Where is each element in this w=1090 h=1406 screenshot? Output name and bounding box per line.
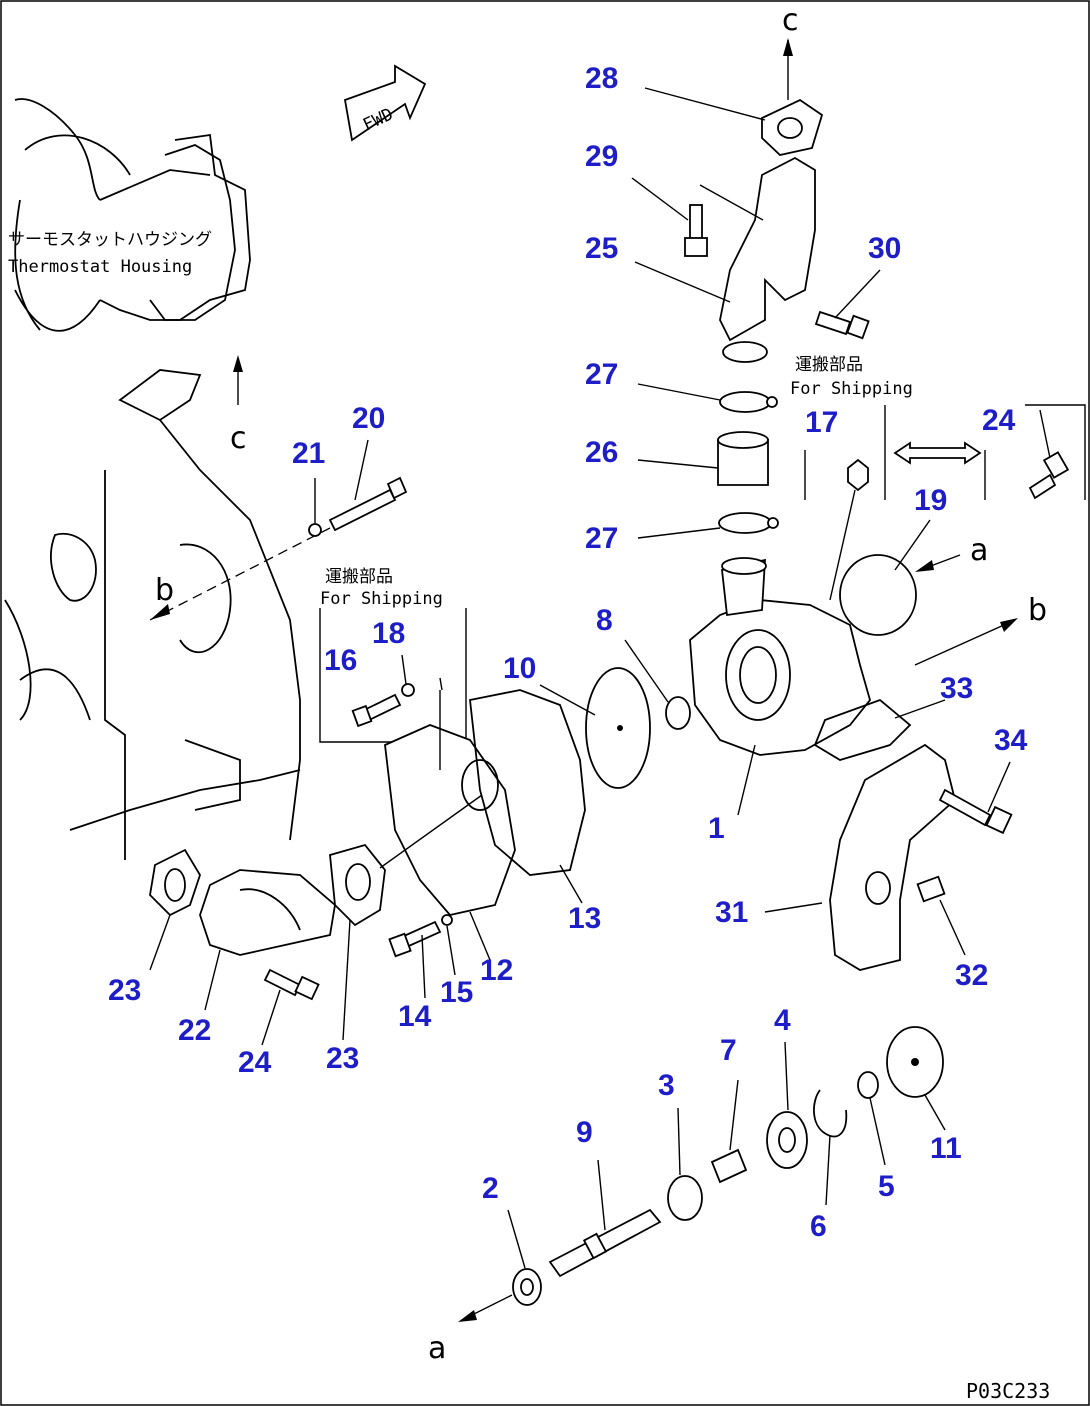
callout-16: 16 <box>324 644 357 677</box>
shipping-label-jp-right: 運搬部品 <box>795 355 863 375</box>
nut-5 <box>857 1071 879 1099</box>
callout-32: 32 <box>955 959 988 992</box>
leader-17-down <box>829 489 856 601</box>
snap-ring-6 <box>813 1089 848 1138</box>
washer-18 <box>401 683 415 697</box>
washer-21 <box>308 523 322 537</box>
callout-8: 8 <box>596 604 613 637</box>
shipping-label-en-left: For Shipping <box>320 589 443 609</box>
o-ring-19 <box>839 554 917 636</box>
callout-26: 26 <box>585 436 618 469</box>
shaft-9 <box>548 1208 662 1278</box>
callout-23-middle: 23 <box>326 1042 359 1075</box>
callout-5: 5 <box>878 1170 895 1203</box>
callout-19: 19 <box>914 484 947 517</box>
elbow-22 <box>199 869 336 956</box>
callout-numbers: 1 2 3 4 5 6 7 8 9 10 11 12 13 14 15 16 1… <box>108 62 1028 1243</box>
bolt-14 <box>388 920 442 958</box>
bearing-3 <box>667 1175 703 1221</box>
bolt-20 <box>328 476 408 532</box>
elbow-31 <box>829 743 957 971</box>
callout-28: 28 <box>585 62 618 95</box>
fwd-arrow-icon: FWD <box>343 64 427 142</box>
callout-4: 4 <box>774 1004 791 1037</box>
callout-27-upper: 27 <box>585 358 618 391</box>
ref-letter-c-upper: c <box>782 3 799 38</box>
outlet-25 <box>719 156 816 363</box>
gasket-33 <box>813 698 912 761</box>
gasket-23-left <box>149 848 201 917</box>
callout-6: 6 <box>810 1210 827 1243</box>
ref-letter-b-left: b <box>155 573 174 608</box>
callout-31: 31 <box>715 896 748 929</box>
gasket-13 <box>469 689 586 876</box>
callout-12: 12 <box>480 954 513 987</box>
shipping-box-left: 運搬部品 For Shipping <box>319 567 467 743</box>
callout-24-left: 24 <box>238 1046 272 1079</box>
impeller-10 <box>585 667 651 789</box>
callout-1: 1 <box>708 812 725 845</box>
callout-14: 14 <box>398 1000 432 1033</box>
callout-30: 30 <box>868 232 901 265</box>
bolt-16 <box>351 693 402 728</box>
engine-block-outline <box>4 98 301 860</box>
nut-17 <box>847 458 869 492</box>
seal-8 <box>665 696 691 730</box>
hose-26 <box>717 431 769 486</box>
drawing-code: P03C233 <box>966 1379 1050 1403</box>
ref-letter-a-upper: a <box>970 533 988 568</box>
callout-22: 22 <box>178 1014 211 1047</box>
shipping-label-en-right: For Shipping <box>790 379 913 399</box>
callout-21: 21 <box>292 437 325 470</box>
bolt-24-left <box>263 968 320 1001</box>
callout-9: 9 <box>576 1116 593 1149</box>
leader-lines <box>149 87 1051 1269</box>
callout-25: 25 <box>585 232 618 265</box>
callout-24-right: 24 <box>982 404 1016 437</box>
shipping-label-jp-left: 運搬部品 <box>325 567 393 587</box>
bolt-29 <box>684 204 708 257</box>
clamp-27-lower <box>718 512 779 534</box>
callout-33: 33 <box>940 672 973 705</box>
thermostat-housing: サーモスタットハウジング Thermostat Housing c <box>8 144 247 456</box>
ref-letter-b-right: b <box>1028 593 1047 628</box>
plug-32 <box>916 875 946 903</box>
callout-20: 20 <box>352 402 385 435</box>
callout-3: 3 <box>658 1069 675 1102</box>
callout-13: 13 <box>568 902 601 935</box>
pulley-11 <box>886 1026 944 1098</box>
pump-body-1 <box>689 557 871 756</box>
cover-plate-12 <box>384 724 516 916</box>
callout-27-lower: 27 <box>585 522 618 555</box>
spacer-7 <box>710 1148 748 1184</box>
callout-11: 11 <box>930 1132 962 1165</box>
thermostat-label-jp: サーモスタットハウジング <box>8 230 212 250</box>
callout-7: 7 <box>720 1034 737 1067</box>
bearing-2 <box>512 1268 542 1306</box>
callout-29: 29 <box>585 140 618 173</box>
bolt-24-right <box>1028 451 1070 500</box>
washer-15 <box>441 914 453 926</box>
callout-15: 15 <box>440 976 473 1009</box>
thermostat-label-en: Thermostat Housing <box>8 257 192 277</box>
callout-17: 17 <box>805 406 838 439</box>
callout-23-left: 23 <box>108 974 141 1007</box>
callout-18: 18 <box>372 617 405 650</box>
clamp-27-upper <box>719 391 778 413</box>
gasket-28 <box>761 98 824 156</box>
bolt-34 <box>938 788 1013 835</box>
ref-letter-a-lower: a <box>428 1331 446 1366</box>
bolt-30 <box>814 310 870 340</box>
callout-34: 34 <box>994 724 1028 757</box>
shipping-box-right: 運搬部品 For Shipping <box>790 355 1086 500</box>
gasket-23-middle <box>329 843 386 927</box>
callout-2: 2 <box>482 1172 499 1205</box>
ref-letter-c-lower: c <box>230 421 247 456</box>
bearing-4 <box>766 1111 808 1169</box>
centerline-b <box>149 527 331 621</box>
callout-10: 10 <box>503 652 536 685</box>
